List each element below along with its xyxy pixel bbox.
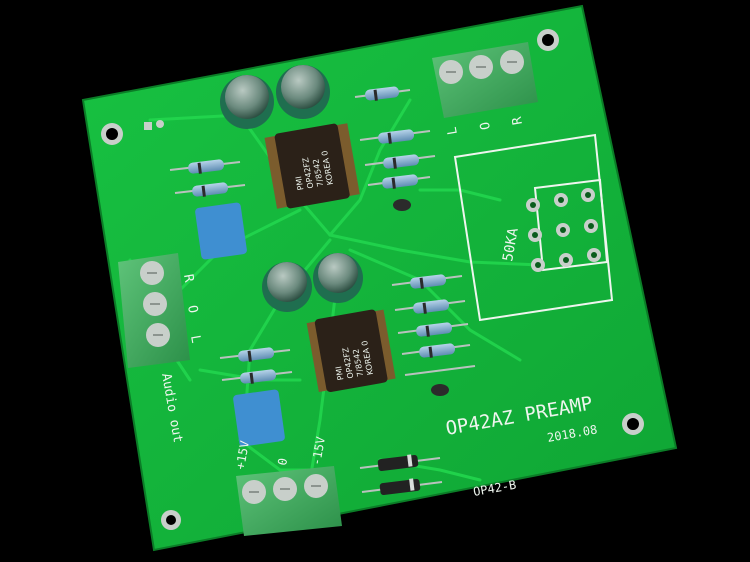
svg-text:R: R <box>510 115 526 125</box>
capacitor-c2 <box>281 65 325 109</box>
film-caps <box>195 202 285 447</box>
opamp-chips: PMI OP42FZ 7/8542 KOREA 0 PMI OP42FZ 7/8… <box>264 123 396 393</box>
opamp-chip-bottom <box>314 309 388 392</box>
resistors <box>169 86 476 384</box>
power-terminal-labels: +15V 0 -15V <box>233 436 328 471</box>
audio-out-terminal-labels: R O L <box>180 273 203 344</box>
diodes <box>359 454 443 496</box>
svg-text:L: L <box>187 334 203 344</box>
pcb-board <box>83 6 676 550</box>
chip-text-line-1: PMI <box>294 175 305 190</box>
capacitor-c1 <box>225 75 269 119</box>
mounting-holes <box>101 29 644 530</box>
svg-text:L: L <box>445 125 461 135</box>
test-pads <box>144 120 164 130</box>
svg-text:O: O <box>478 120 494 130</box>
audio-out-terminal-block <box>118 253 190 368</box>
svg-text:PMI: PMI <box>334 365 345 380</box>
power-terminal-block <box>236 466 342 536</box>
capacitor-c3 <box>267 262 307 302</box>
svg-text:O: O <box>184 304 200 314</box>
svg-text:+15V: +15V <box>233 440 252 471</box>
capacitor-c4 <box>318 253 358 293</box>
opamp-chip-top <box>274 123 350 209</box>
svg-text:R: R <box>180 273 196 283</box>
film-capacitor-top <box>195 202 247 260</box>
pot-label: 50KA <box>500 226 522 263</box>
pot-footprint <box>453 133 614 322</box>
input-terminal-labels: L O R <box>445 115 526 135</box>
svg-text:0: 0 <box>275 457 290 467</box>
pcb-edge <box>81 4 678 552</box>
electrolytic-caps <box>220 65 363 312</box>
svg-text:-15V: -15V <box>309 436 328 467</box>
film-capacitor-bottom <box>233 389 285 447</box>
input-terminal-block <box>432 42 538 118</box>
small-parts <box>393 199 449 396</box>
